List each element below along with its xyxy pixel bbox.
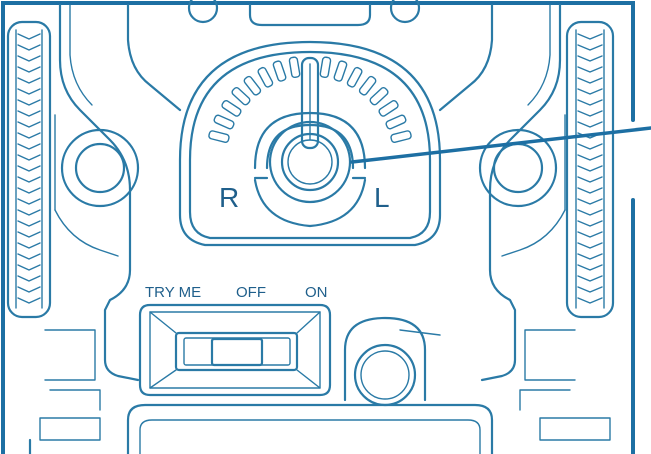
track-tread (577, 231, 603, 238)
track-tread (577, 44, 603, 51)
lower-side-details (39, 329, 611, 441)
track-tread (17, 165, 41, 172)
body-shell (28, 0, 562, 454)
track-tread (577, 275, 603, 282)
dial-housing (178, 40, 442, 247)
track-tread (17, 88, 41, 95)
track-tread (17, 44, 41, 51)
dial-tick (333, 60, 348, 82)
switch-label-off: OFF (236, 284, 266, 301)
track-tread (17, 143, 41, 150)
dial-tick (378, 100, 399, 117)
track-tread (17, 264, 41, 271)
track-tread (577, 33, 603, 40)
track-tread (17, 220, 41, 227)
track-tread (17, 55, 41, 62)
track-tread (17, 99, 41, 106)
track-tread (17, 231, 41, 238)
track-tread (17, 286, 41, 293)
track-tread (17, 187, 41, 194)
left-track-wheel (6, 20, 52, 319)
track-tread (577, 110, 603, 117)
track-tread (577, 198, 603, 205)
dial-tick (257, 66, 274, 88)
track-tread (17, 209, 41, 216)
track-tread (17, 176, 41, 183)
switch-slider-knob[interactable] (210, 337, 264, 367)
track-tread (577, 209, 603, 216)
dial-tick (213, 114, 235, 130)
track-tread (17, 121, 41, 128)
dial-label-left: R (219, 182, 239, 213)
track-tread (577, 143, 603, 150)
track-tread (577, 55, 603, 62)
dial-tick (369, 87, 389, 106)
dial-tick-marks (208, 56, 412, 144)
track-tread (17, 33, 41, 40)
track-tread (577, 77, 603, 84)
track-tread (17, 275, 41, 282)
round-button[interactable] (353, 343, 417, 407)
left-mount (54, 114, 140, 257)
track-tread (577, 187, 603, 194)
outer-frame (1, 1, 635, 454)
track-tread (577, 220, 603, 227)
track-tread (577, 165, 603, 172)
track-tread (17, 253, 41, 260)
dial-tick (243, 75, 262, 96)
track-tread (17, 110, 41, 117)
track-tread (577, 99, 603, 106)
track-tread (577, 264, 603, 271)
right-mount (478, 114, 566, 257)
dial-label-right: L (374, 182, 390, 213)
track-tread (577, 253, 603, 260)
track-tread (577, 66, 603, 73)
callout-line (350, 126, 651, 164)
track-tread (17, 66, 41, 73)
dial-tick (288, 56, 301, 79)
right-track-wheel (565, 20, 615, 319)
dial-inner-arc (253, 111, 367, 228)
track-tread (577, 297, 603, 304)
track-tread (577, 88, 603, 95)
track-tread (577, 176, 603, 183)
track-tread (17, 297, 41, 304)
track-tread (17, 77, 41, 84)
dial-tick (358, 75, 377, 96)
dial-pointer (300, 56, 320, 150)
dial-tick (390, 130, 412, 144)
switch-label-on: ON (305, 284, 328, 301)
dial-tick (231, 87, 251, 106)
switch-label-try-me: TRY ME (145, 284, 201, 301)
dial-tick (208, 130, 230, 144)
track-tread (577, 242, 603, 249)
slide-switch (138, 303, 332, 397)
dial-knob[interactable] (268, 120, 352, 204)
dial-tick (319, 56, 332, 79)
dial-tick (346, 66, 363, 88)
dial-tick (272, 60, 287, 82)
dial-tick (385, 114, 407, 130)
track-tread (17, 154, 41, 161)
dial-tick (221, 100, 242, 117)
track-tread (17, 198, 41, 205)
track-tread (17, 242, 41, 249)
track-tread (17, 132, 41, 139)
track-tread (577, 286, 603, 293)
track-tread (577, 121, 603, 128)
track-tread (577, 154, 603, 161)
round-button-housing (343, 316, 441, 402)
